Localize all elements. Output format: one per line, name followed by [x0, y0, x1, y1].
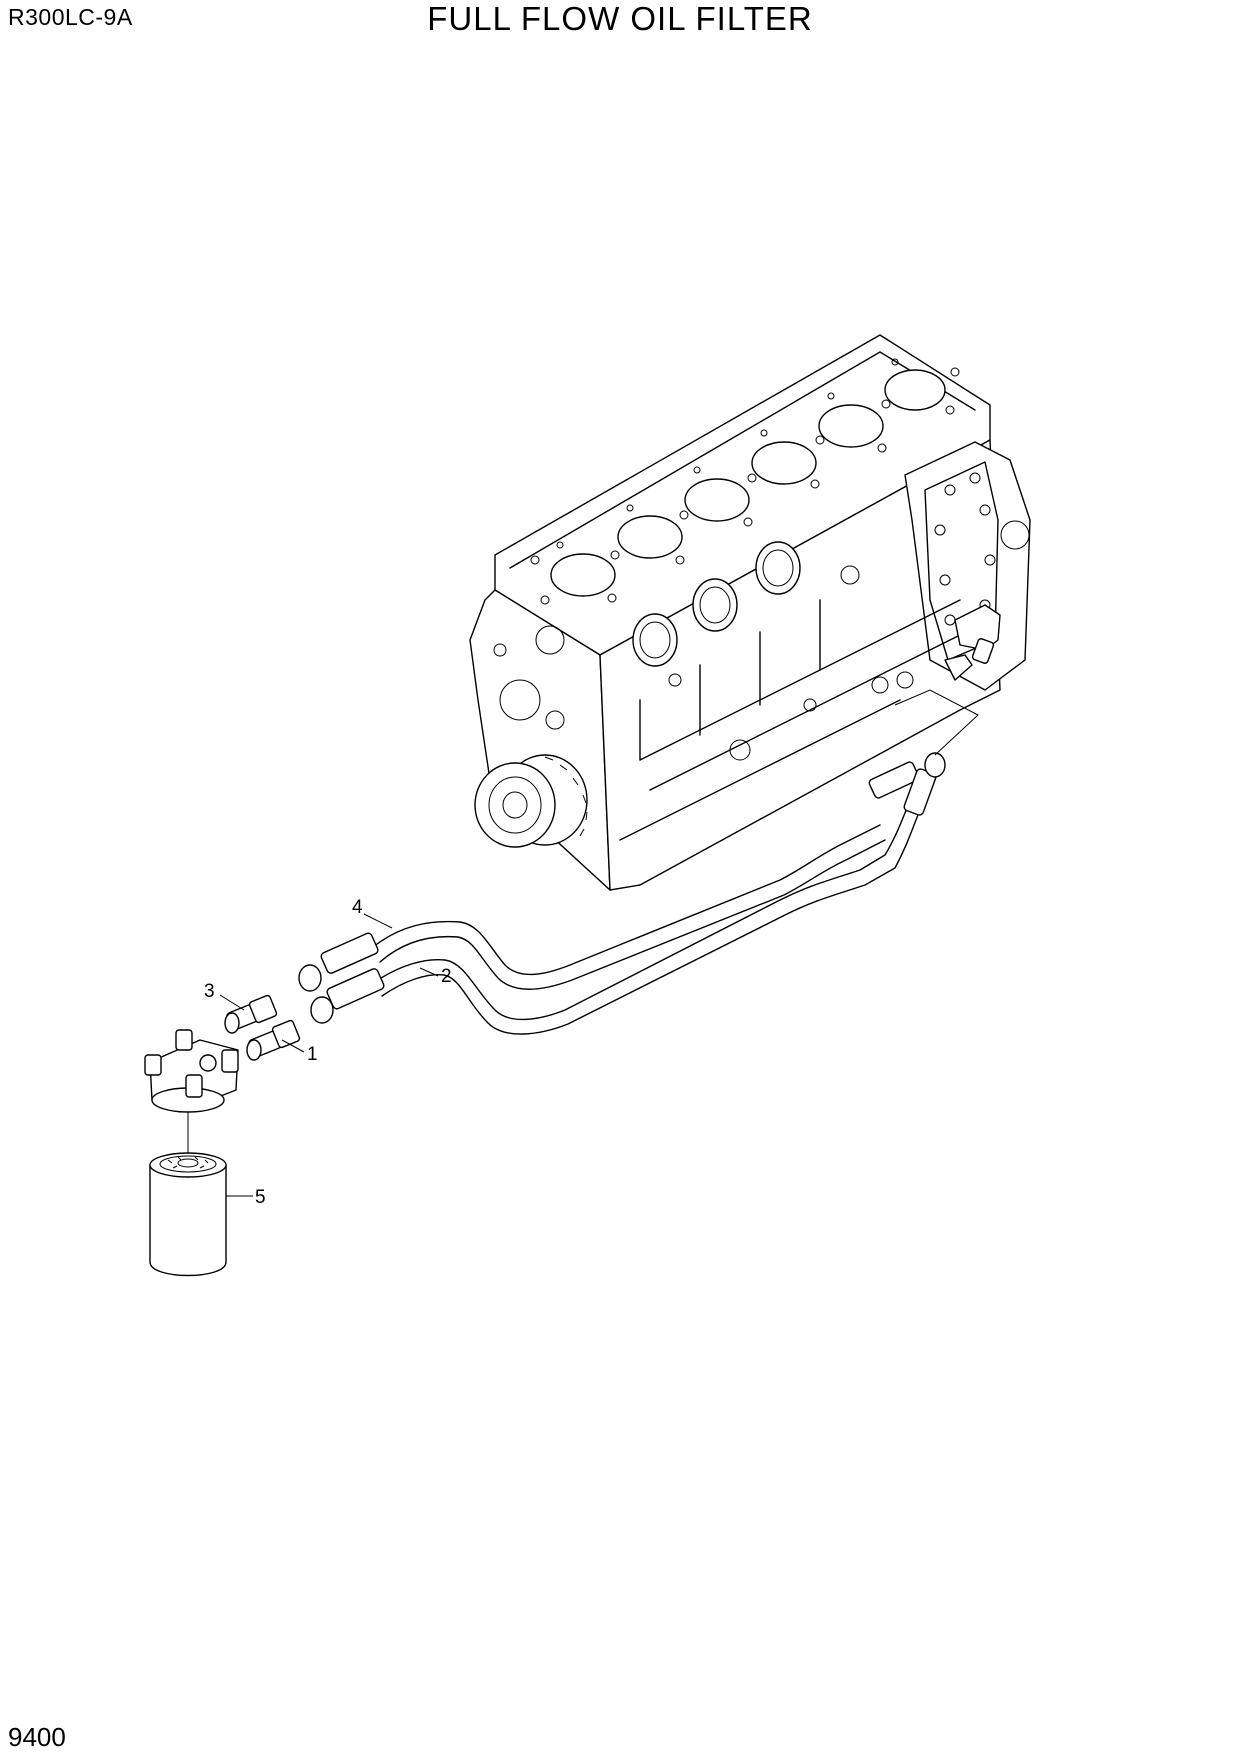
cylinder-bores — [550, 369, 946, 597]
callout-5: 5 — [226, 1187, 266, 1208]
oil-hose-2 — [374, 789, 926, 1035]
block-side-ports — [632, 541, 914, 761]
callout-3: 3 — [204, 981, 245, 1011]
connector-fitting-1 — [246, 1019, 301, 1061]
crankshaft-gear — [474, 754, 588, 848]
callout-3-label: 3 — [204, 981, 215, 1002]
page-number: 9400 — [8, 1722, 66, 1752]
block-front-features — [493, 625, 565, 730]
engine-side-fittings — [944, 604, 1001, 681]
callout-2: 2 — [419, 966, 452, 987]
head-bolt-holes — [530, 358, 960, 605]
gear-housing-bolts — [934, 472, 1030, 626]
model-label: R300LC-9A — [8, 4, 133, 30]
callout-4-label: 4 — [352, 897, 363, 918]
hose-routing-leader — [894, 689, 979, 756]
hose-engine-couplings — [868, 752, 946, 816]
connector-fitting-3 — [224, 994, 278, 1034]
callout-1-label: 1 — [307, 1044, 318, 1065]
callout-4: 4 — [352, 897, 393, 929]
oil-filter-cartridge — [149, 1152, 227, 1277]
filter-head — [144, 1029, 239, 1113]
callout-5-label: 5 — [255, 1187, 266, 1208]
oil-hose-4 — [371, 824, 886, 990]
hose-end-couplings — [298, 932, 385, 1024]
callout-2-label: 2 — [441, 966, 452, 987]
page-title: FULL FLOW OIL FILTER — [427, 0, 813, 37]
callout-1: 1 — [281, 1039, 318, 1065]
